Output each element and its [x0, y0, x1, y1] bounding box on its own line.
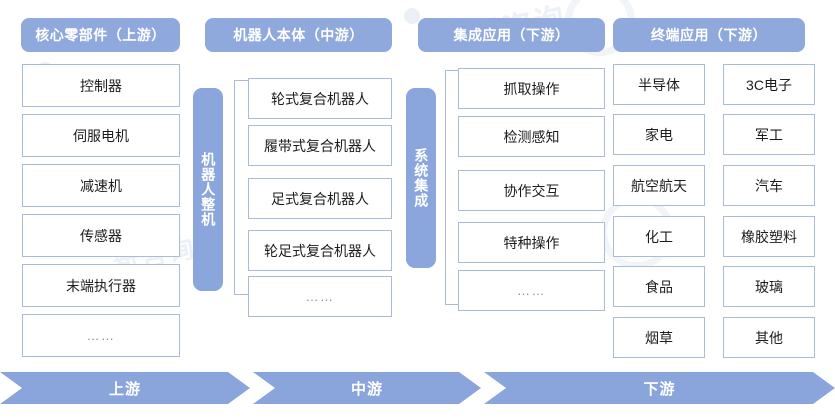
midstream-item[interactable]: 轮足式复合机器人 — [248, 230, 392, 271]
terminal-item[interactable]: 化工 — [613, 216, 705, 257]
terminal-item[interactable]: 其他 — [723, 317, 815, 358]
terminal-item[interactable]: 航空航天 — [613, 165, 705, 206]
integration-item-more[interactable]: …… — [458, 270, 605, 311]
vertical-label-text: 系统集成 — [413, 148, 430, 208]
terminal-item[interactable]: 食品 — [613, 266, 705, 307]
bracket-integration — [445, 70, 458, 305]
terminal-item[interactable]: 家电 — [613, 114, 705, 155]
terminal-item[interactable]: 橡胶塑料 — [723, 216, 815, 257]
bracket-midstream — [234, 80, 248, 295]
midstream-item[interactable]: 轮式复合机器人 — [248, 78, 392, 119]
midstream-item[interactable]: 足式复合机器人 — [248, 178, 392, 219]
upstream-item-more[interactable]: …… — [22, 314, 180, 357]
flow-segment-upstream: 上游 — [0, 372, 250, 404]
header-integrated-application: 集成应用（下游） — [418, 18, 605, 52]
flow-segment-midstream: 中游 — [253, 372, 481, 404]
upstream-item[interactable]: 末端执行器 — [22, 264, 180, 307]
vertical-label-robot-whole-machine: 机器人整机 — [193, 88, 223, 291]
integration-item[interactable]: 检测感知 — [458, 116, 605, 157]
midstream-item[interactable]: 履带式复合机器人 — [248, 125, 392, 166]
vertical-label-text: 机器人整机 — [200, 152, 217, 227]
terminal-item[interactable]: 军工 — [723, 114, 815, 155]
terminal-item[interactable]: 3C电子 — [723, 64, 815, 105]
upstream-item[interactable]: 减速机 — [22, 164, 180, 207]
terminal-item[interactable]: 汽车 — [723, 165, 815, 206]
upstream-item[interactable]: 传感器 — [22, 214, 180, 257]
header-robot-body: 机器人本体（中游） — [205, 18, 392, 52]
terminal-item[interactable]: 玻璃 — [723, 266, 815, 307]
midstream-item-more[interactable]: …… — [248, 276, 392, 317]
terminal-item[interactable]: 半导体 — [613, 64, 705, 105]
upstream-item[interactable]: 控制器 — [22, 64, 180, 107]
upstream-item[interactable]: 伺服电机 — [22, 114, 180, 157]
integration-item[interactable]: 协作交互 — [458, 170, 605, 211]
flow-segment-downstream: 下游 — [484, 372, 835, 404]
watermark-dot — [404, 8, 420, 24]
vertical-label-system-integration: 系统集成 — [406, 88, 436, 268]
integration-item[interactable]: 特种操作 — [458, 222, 605, 263]
header-core-components: 核心零部件（上游） — [21, 18, 180, 52]
header-terminal-application: 终端应用（下游） — [613, 18, 805, 52]
integration-item[interactable]: 抓取操作 — [458, 68, 605, 109]
terminal-item[interactable]: 烟草 — [613, 317, 705, 358]
